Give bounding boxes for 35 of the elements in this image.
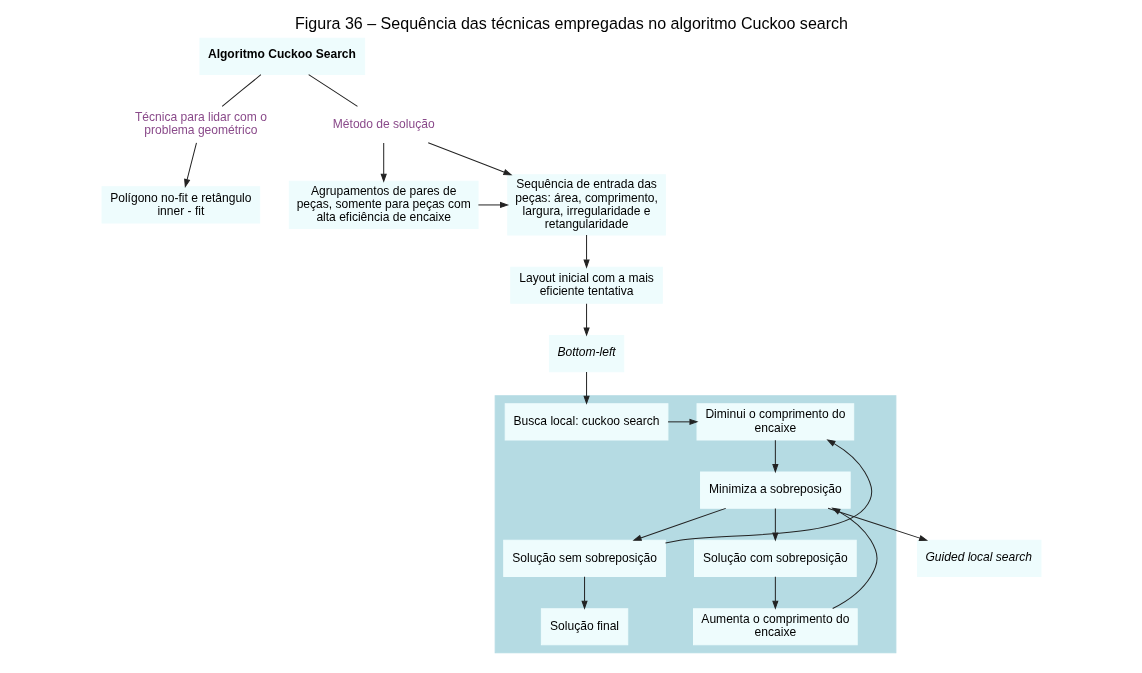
arrow xyxy=(427,142,512,176)
node-text: Método de solução xyxy=(332,116,435,131)
arrow xyxy=(583,234,589,268)
arrow xyxy=(583,371,589,404)
node-box: Agrupamentos de pares de peças, somente para peças com alta eficiência de encaixe xyxy=(288,180,479,230)
arrow xyxy=(477,202,508,208)
node-box: Solução com sobreposição xyxy=(693,539,857,577)
arrow xyxy=(664,439,872,544)
arrow xyxy=(632,507,726,541)
arrow xyxy=(771,576,778,609)
node-box: Minimiza a sobreposição xyxy=(699,471,851,509)
node-box: Guided local search xyxy=(916,539,1041,577)
diagram-title: Figura 36 – Sequência das técnicas empregadas no algoritmo Cuckoo search xyxy=(294,14,848,32)
node-box: Solução sem sobreposição xyxy=(502,539,666,577)
node-text: Técnica para lidar com o problema geométrico xyxy=(134,110,267,138)
node-box: Solução final xyxy=(540,608,628,646)
arrow xyxy=(183,142,197,188)
arrow xyxy=(771,508,778,541)
arrow xyxy=(581,576,587,609)
arrow xyxy=(771,439,778,473)
arrow xyxy=(380,142,387,182)
node-box: Aumenta o comprimento do encaixe xyxy=(692,608,858,646)
arrow xyxy=(667,418,697,425)
node-box: Busca local: cuckoo search xyxy=(504,403,668,441)
arrow xyxy=(827,507,927,541)
node-box: Diminui o comprimento do encaixe xyxy=(696,403,854,441)
node-box: Layout inicial com a mais eficiente tentativa xyxy=(509,266,663,304)
node-box: Polígono no-fit e retângulo inner - fit xyxy=(101,186,260,224)
arrow xyxy=(831,507,878,610)
node-box: Bottom-left xyxy=(548,335,624,373)
node-box: Sequência de entrada das peças: área, comprimento, largura, irregularidade e retangularidade xyxy=(506,174,666,236)
node-box: Algoritmo Cuckoo Search xyxy=(198,37,365,75)
connector xyxy=(221,74,261,107)
arrow xyxy=(583,303,589,336)
connector xyxy=(307,74,358,107)
